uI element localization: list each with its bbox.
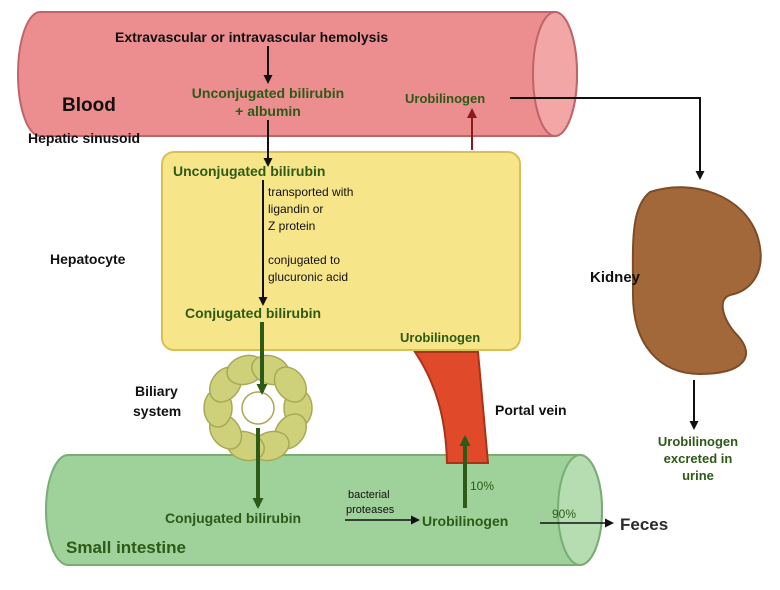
- hepatocyte-label: Hepatocyte: [50, 251, 126, 267]
- pct-portal-label: 10%: [470, 479, 494, 493]
- urine-line1: Urobilinogen: [658, 434, 738, 449]
- transport-line2: ligandin or: [268, 202, 323, 216]
- unconjugated-albumin-line2: + albumin: [235, 103, 301, 119]
- biliary-label-line1: Biliary: [135, 383, 178, 399]
- blood-vessel: [17, 11, 578, 137]
- unconjugated-albumin-line1: Unconjugated bilirubin: [192, 85, 344, 101]
- arrow-blood-to-kidney: [510, 97, 705, 180]
- biliary-lobe: [273, 366, 308, 403]
- portal-vein: [413, 351, 490, 464]
- portal-vein-label: Portal vein: [495, 402, 567, 418]
- blood-label: Blood: [62, 95, 116, 116]
- conjugated-bilirubin-label: Conjugated bilirubin: [185, 305, 321, 321]
- intestine-label: Small intestine: [66, 538, 186, 557]
- intestine-urobilinogen-label: Urobilinogen: [422, 513, 508, 529]
- conjugation-line1: conjugated to: [268, 253, 340, 267]
- hepatic-sinusoid-label: Hepatic sinusoid: [28, 130, 140, 146]
- hepatocyte-unconjugated-label: Unconjugated bilirubin: [173, 163, 325, 179]
- feces-label: Feces: [620, 515, 668, 534]
- kidney-label: Kidney: [590, 269, 641, 286]
- hepatocyte-cell: [161, 151, 521, 351]
- transport-line1: transported with: [268, 185, 353, 199]
- bacterial-line2: proteases: [346, 504, 395, 516]
- blood-urobilinogen-label: Urobilinogen: [405, 91, 485, 106]
- biliary-lumen: [241, 391, 275, 425]
- bacterial-line1: bacterial: [348, 489, 390, 501]
- conjugation-line2: glucuronic acid: [268, 270, 348, 284]
- hemolysis-label: Extravascular or intravascular hemolysis: [115, 29, 388, 45]
- intestine-conjugated-label: Conjugated bilirubin: [165, 510, 301, 526]
- pct-feces-label: 90%: [552, 507, 576, 521]
- urine-line2: excreted in: [664, 451, 733, 466]
- biliary-label-line2: system: [133, 403, 181, 419]
- hepatocyte-urobilinogen-label: Urobilinogen: [400, 330, 480, 345]
- urine-line3: urine: [682, 468, 714, 483]
- kidney-shape: [631, 186, 762, 376]
- transport-line3: Z protein: [268, 219, 315, 233]
